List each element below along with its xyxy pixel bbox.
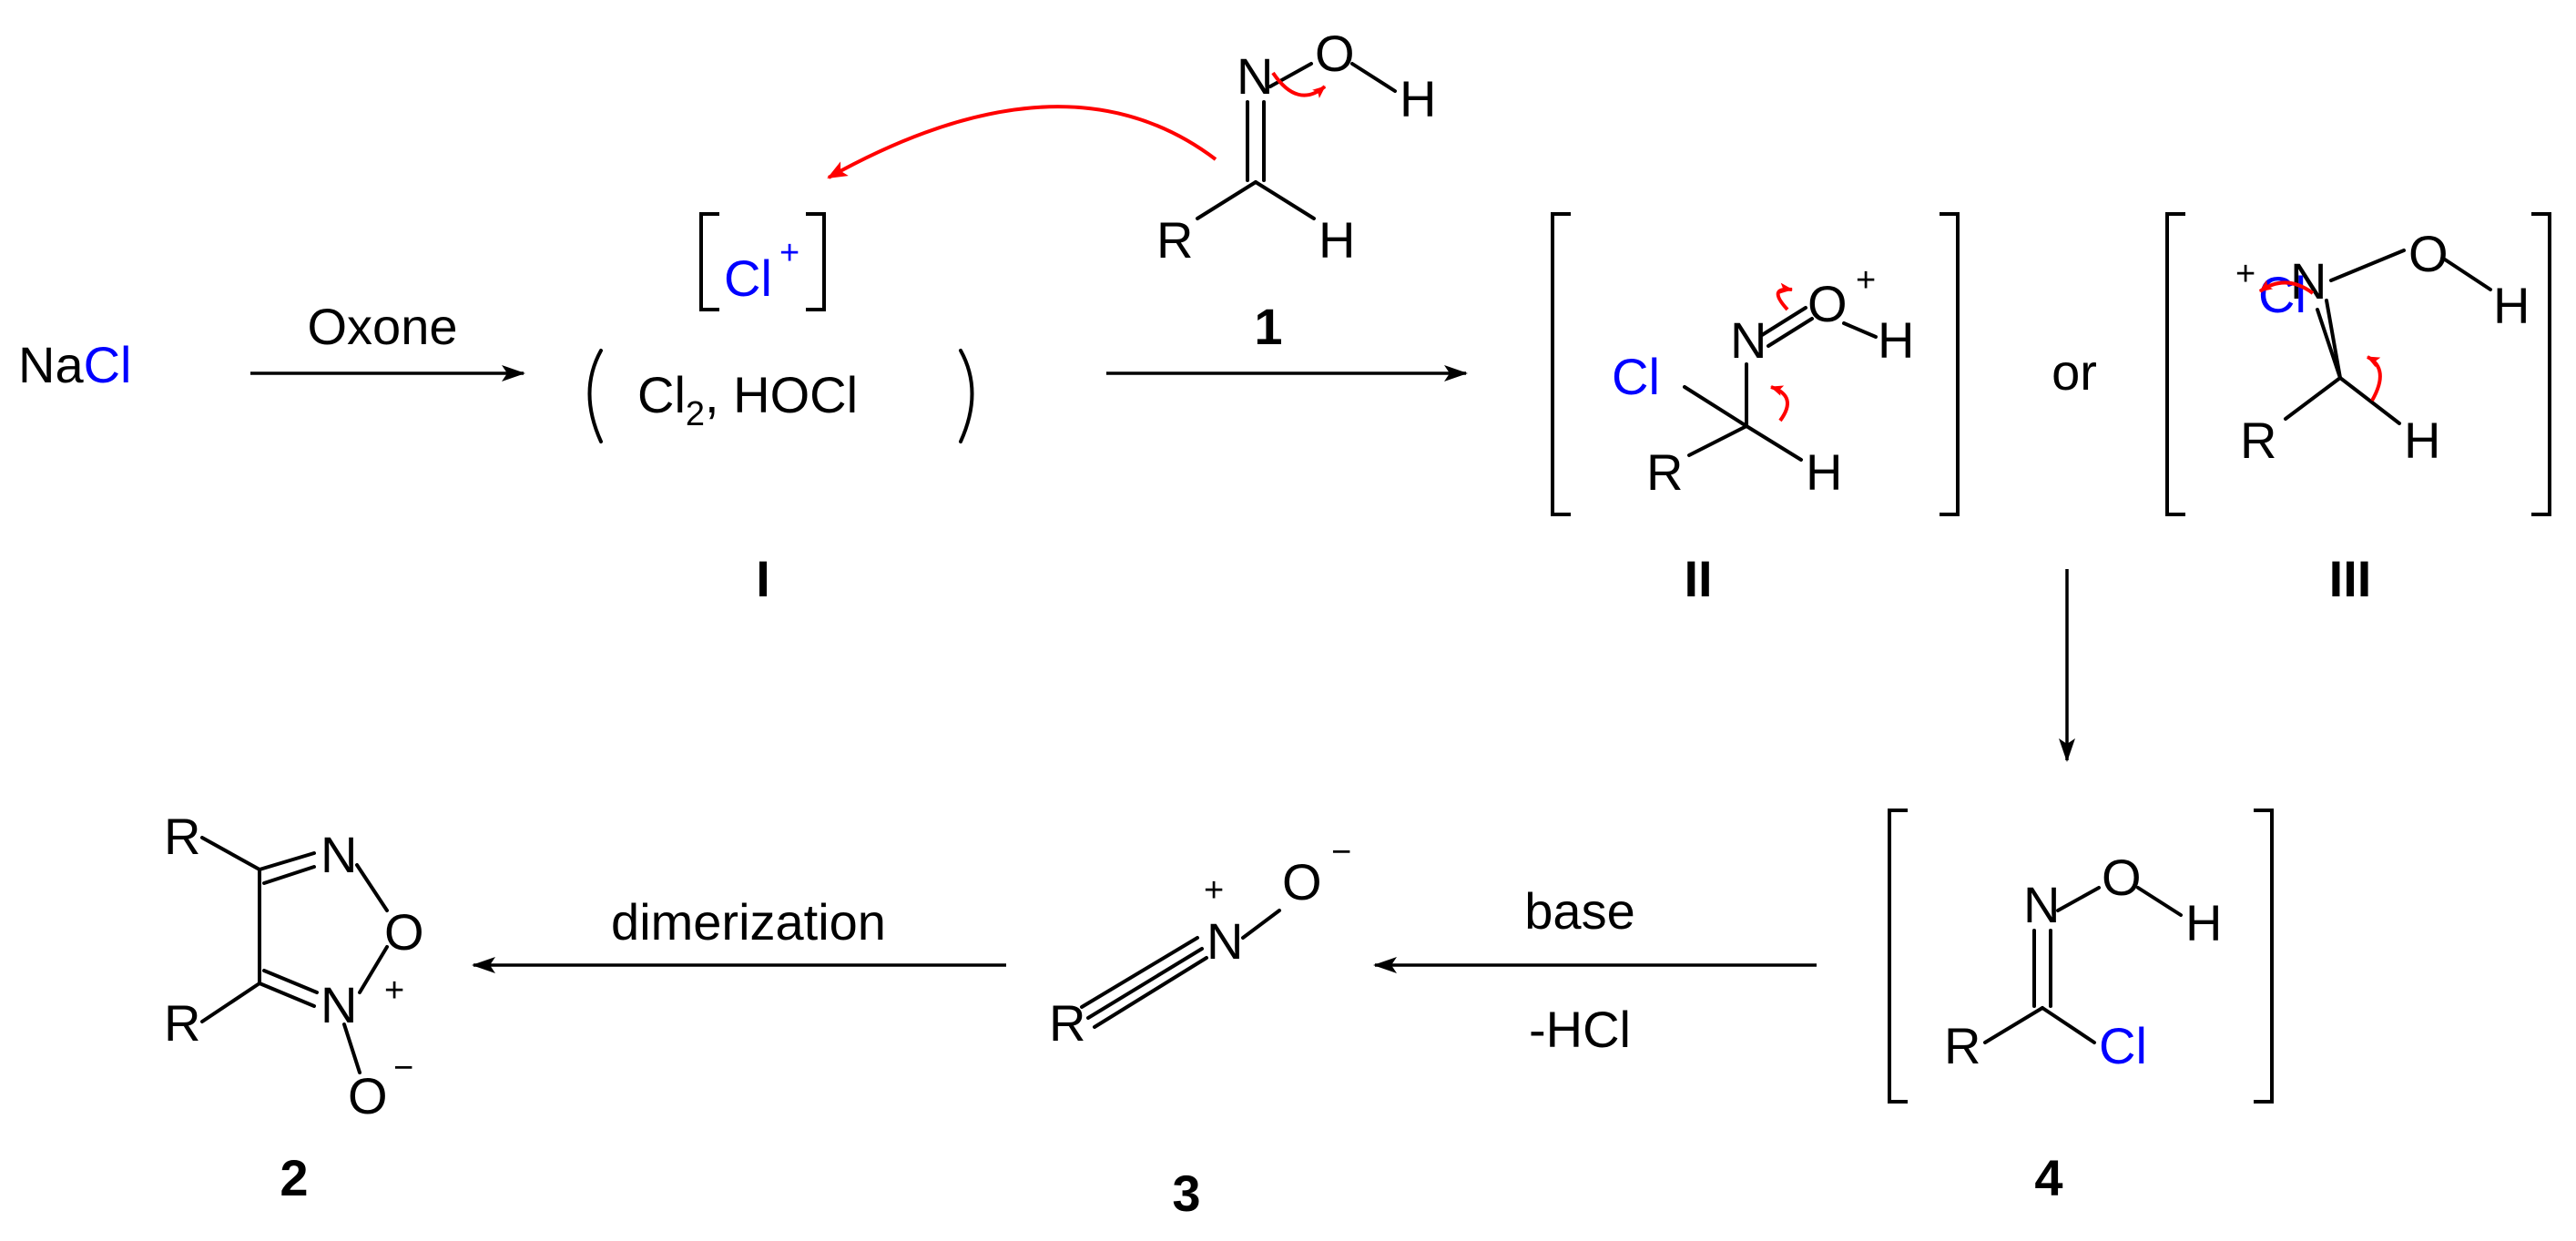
- hydroximoyl-chloride-4: N O H R Cl: [1888, 809, 2274, 1104]
- svg-text:N: N: [2023, 876, 2060, 933]
- nacl-label: NaCl: [18, 336, 131, 393]
- compound-label-III: III: [2329, 550, 2372, 607]
- svg-text:+: +: [1204, 871, 1224, 910]
- svg-text:Cl: Cl: [1612, 348, 1660, 405]
- svg-text:H: H: [1400, 70, 1436, 127]
- svg-text:O: O: [2408, 225, 2449, 282]
- svg-text:O: O: [1807, 275, 1848, 332]
- svg-text:N: N: [1207, 912, 1243, 970]
- svg-text:O: O: [384, 903, 424, 961]
- intermediate-II: N O + H Cl R H: [1551, 212, 1960, 516]
- furoxan-2: R R N O N + O −: [164, 808, 424, 1124]
- compound-label-2: 2: [280, 1149, 308, 1206]
- svg-text:R: R: [1049, 994, 1085, 1052]
- base-label: base: [1524, 882, 1634, 940]
- svg-text:O: O: [2102, 849, 2142, 906]
- svg-text:+: +: [2235, 255, 2255, 293]
- svg-text:+: +: [779, 234, 799, 272]
- svg-text:R: R: [1646, 443, 1683, 501]
- svg-text:Cl: Cl: [2099, 1017, 2147, 1074]
- intermediate-III: + Cl N O H R H: [2165, 212, 2551, 516]
- svg-text:H: H: [2185, 894, 2222, 951]
- svg-text:NaCl: NaCl: [18, 336, 131, 393]
- compound-label-1: 1: [1254, 298, 1282, 355]
- svg-text:Cl: Cl: [2258, 266, 2306, 323]
- nitrile-oxide-3: R N + O −: [1049, 833, 1351, 1052]
- svg-text:N: N: [321, 826, 357, 883]
- svg-text:R: R: [1944, 1017, 1980, 1074]
- nucleophilic-attack-arrow: [827, 105, 1217, 179]
- compound-label-I: I: [756, 550, 770, 607]
- minus-hcl-label: -HCl: [1529, 1001, 1631, 1058]
- svg-text:O: O: [348, 1067, 388, 1124]
- or-label: or: [2052, 343, 2097, 401]
- svg-text:R: R: [164, 808, 200, 865]
- svg-text:Cl2, HOCl: Cl2, HOCl: [637, 366, 858, 433]
- svg-text:−: −: [1331, 833, 1351, 871]
- svg-text:R: R: [1156, 211, 1193, 269]
- svg-text:H: H: [1878, 311, 1914, 369]
- oxime-1: N O H R H: [1156, 25, 1436, 269]
- svg-text:+: +: [1856, 261, 1876, 300]
- svg-text:Cl: Cl: [724, 249, 772, 307]
- svg-text:R: R: [2240, 412, 2276, 469]
- svg-text:N: N: [321, 976, 357, 1033]
- svg-text:N: N: [2290, 252, 2327, 310]
- svg-text:O: O: [1282, 853, 1322, 910]
- dimerization-label: dimerization: [611, 893, 886, 951]
- svg-text:R: R: [164, 994, 200, 1052]
- svg-text:N: N: [1237, 47, 1273, 105]
- svg-text:H: H: [1806, 443, 1842, 501]
- cl-plus-bracket: Cl +: [699, 212, 826, 311]
- svg-text:H: H: [2493, 277, 2530, 334]
- compound-label-3: 3: [1172, 1165, 1200, 1222]
- svg-text:+: +: [384, 971, 404, 1010]
- svg-text:O: O: [1315, 25, 1355, 82]
- compound-label-II: II: [1684, 550, 1712, 607]
- svg-text:H: H: [2404, 412, 2440, 469]
- oxone-label: Oxone: [308, 298, 458, 355]
- svg-text:H: H: [1319, 211, 1355, 269]
- chlorine-sources: Cl2, HOCl: [587, 349, 974, 443]
- svg-text:−: −: [393, 1049, 413, 1087]
- compound-label-4: 4: [2034, 1149, 2062, 1206]
- svg-text:N: N: [1730, 311, 1767, 369]
